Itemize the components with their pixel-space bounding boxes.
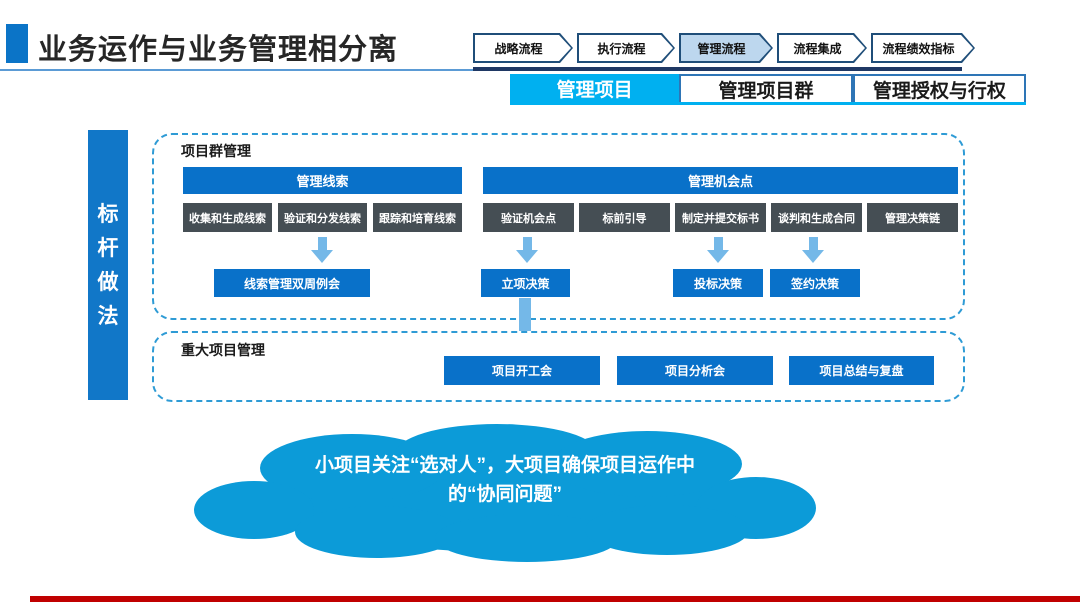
benchmark-practice-banner: 标 杆 做 法 bbox=[88, 130, 128, 400]
banner-char: 做 bbox=[97, 270, 119, 294]
flow-arrow bbox=[707, 237, 729, 263]
callout-cloud: 小项目关注“选对人”，大项目确保项目运作中的“协同问题” bbox=[192, 424, 818, 566]
flow-arrow bbox=[516, 237, 538, 263]
chevron-fill bbox=[779, 35, 865, 61]
manage-opportunities-header: 管理机会点 bbox=[483, 167, 958, 194]
chevron-management-process-active[interactable]: 管理流程 bbox=[679, 33, 773, 63]
step-validate-distribute-leads: 验证和分发线索 bbox=[278, 203, 367, 232]
contract-signing-decision-box: 签约决策 bbox=[770, 269, 860, 297]
chevron-fill bbox=[475, 35, 571, 61]
chevron-fill bbox=[873, 35, 973, 61]
page-title: 业务运作与业务管理相分离 bbox=[38, 34, 399, 66]
opportunity-steps-row: 验证机会点 标前引导 制定并提交标书 谈判和生成合同 管理决策链 bbox=[483, 203, 958, 232]
tab-manage-program[interactable]: 管理项目群 bbox=[679, 74, 853, 102]
banner-char: 法 bbox=[97, 304, 119, 328]
program-section-title: 项目群管理 bbox=[181, 143, 251, 159]
manage-leads-header: 管理线索 bbox=[183, 167, 462, 194]
bid-decision-box: 投标决策 bbox=[673, 269, 763, 297]
project-kickoff-meeting-box: 项目开工会 bbox=[444, 356, 600, 385]
chevron-label: 流程集成 bbox=[793, 41, 842, 56]
step-validate-opportunity: 验证机会点 bbox=[483, 203, 574, 232]
chevron-process-kpi[interactable]: 流程绩效指标 bbox=[871, 33, 975, 63]
callout-text: 小项目关注“选对人”，大项目确保项目运作中的“协同问题” bbox=[314, 455, 695, 505]
chevron-process-integration[interactable]: 流程集成 bbox=[777, 33, 867, 63]
cloud-shape bbox=[194, 424, 816, 562]
project-analysis-meeting-box: 项目分析会 bbox=[617, 356, 773, 385]
chevron-label: 执行流程 bbox=[597, 41, 646, 56]
step-prepare-submit-bid: 制定并提交标书 bbox=[675, 203, 766, 232]
step-pre-bid-guidance: 标前引导 bbox=[579, 203, 670, 232]
management-tab-bar: 管理项目 管理项目群 管理授权与行权 bbox=[510, 74, 1026, 105]
major-section-title: 重大项目管理 bbox=[181, 342, 265, 358]
chevron-execution-process[interactable]: 执行流程 bbox=[577, 33, 675, 63]
footer-accent-bar bbox=[30, 596, 1080, 602]
chevron-fill bbox=[681, 35, 771, 61]
lead-biweekly-meeting-box: 线索管理双周例会 bbox=[214, 269, 370, 297]
chevron-label: 管理流程 bbox=[697, 41, 746, 56]
lead-steps-row: 收集和生成线索 验证和分发线索 跟踪和培育线索 bbox=[183, 203, 462, 232]
tab-manage-authorization[interactable]: 管理授权与行权 bbox=[852, 74, 1026, 102]
project-initiation-decision-box: 立项决策 bbox=[481, 269, 570, 297]
project-summary-review-box: 项目总结与复盘 bbox=[789, 356, 934, 385]
chevron-underline bbox=[473, 67, 962, 71]
step-track-nurture-leads: 跟踪和培育线索 bbox=[373, 203, 462, 232]
flow-arrow bbox=[802, 237, 824, 263]
step-collect-generate-leads: 收集和生成线索 bbox=[183, 203, 272, 232]
chevron-fill bbox=[579, 35, 673, 61]
chevron-strategy-process[interactable]: 战略流程 bbox=[473, 33, 573, 63]
chevron-label: 流程绩效指标 bbox=[882, 41, 955, 56]
step-negotiate-generate-contract: 谈判和生成合同 bbox=[771, 203, 862, 232]
banner-char: 杆 bbox=[97, 236, 119, 260]
chevron-label: 战略流程 bbox=[494, 41, 543, 56]
process-chevron-strip: 战略流程 执行流程 管理流程 流程集成 流程绩效指标 bbox=[473, 33, 979, 63]
title-accent-square bbox=[6, 24, 28, 63]
step-manage-decision-chain: 管理决策链 bbox=[867, 203, 958, 232]
tab-manage-project[interactable]: 管理项目 bbox=[510, 74, 680, 102]
flow-arrow bbox=[311, 237, 333, 263]
banner-char: 标 bbox=[97, 202, 119, 226]
